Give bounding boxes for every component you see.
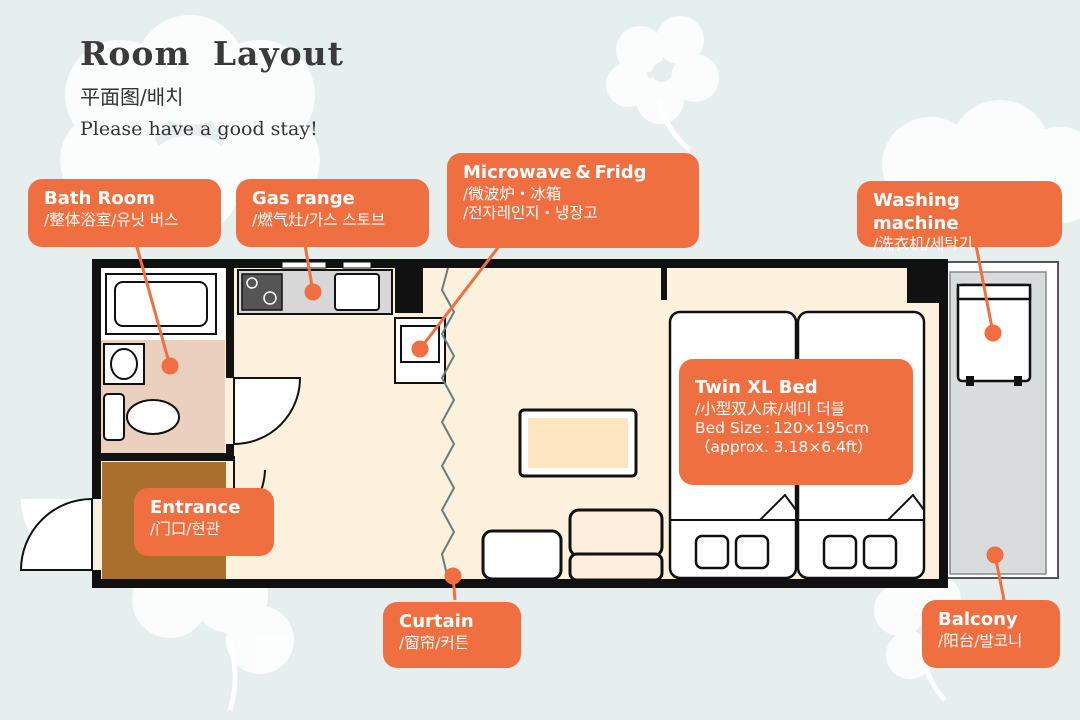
entrance-door xyxy=(19,497,93,571)
tagline: Please have a good stay! xyxy=(80,118,318,140)
label-title: Twin XL Bed xyxy=(695,377,818,398)
label-subtitle: /窗帘/커튼 xyxy=(399,633,469,652)
label-title: Gas range xyxy=(252,188,355,209)
page-subtitle: 平面图/배치 xyxy=(80,85,184,109)
label-subtitle: /전자레인지・냉장고 xyxy=(463,203,598,222)
label-subtitle: /微波炉・冰箱 xyxy=(463,184,562,203)
sofa-back xyxy=(568,508,664,558)
label-title: Microwave & Fridg xyxy=(463,162,647,183)
flower-decoration xyxy=(606,16,719,124)
label-title: Balcony xyxy=(938,609,1018,630)
label-washing-machine: Washing machine /洗衣机/세탁기 xyxy=(857,181,1062,253)
label-entrance: Entrance /门口/현관 xyxy=(134,488,274,556)
kitchen-sink xyxy=(334,273,380,311)
label-balcony: Balcony /阳台/발코니 xyxy=(922,600,1060,668)
label-subtitle: /洗衣机/세탁기 xyxy=(873,235,973,253)
header: Room Layout 平面图/배치 Please have a good st… xyxy=(80,34,344,140)
label-subtitle: /门口/현관 xyxy=(150,519,220,538)
label-subtitle: /小型双人床/세미 더블 xyxy=(695,399,845,418)
walls xyxy=(92,259,948,588)
sofa-seat xyxy=(568,552,664,582)
label-title: Entrance xyxy=(150,497,241,518)
label-curtain: Curtain /窗帘/커튼 xyxy=(383,602,521,668)
label-title: Washing machine xyxy=(873,190,960,234)
toilet xyxy=(103,393,125,441)
page-title: Room Layout xyxy=(80,34,344,73)
label-subtitle: /整体浴室/유닛 버스 xyxy=(44,210,179,229)
bathroom-door xyxy=(233,377,302,446)
label-twin-xl-bed: Twin XL Bed /小型双人床/세미 더블 Bed Size : 120×… xyxy=(679,359,913,485)
curtain xyxy=(440,267,456,580)
label-gas-range: Gas range /燃气灶/가스 스토브 xyxy=(236,179,429,247)
label-title: Bath Room xyxy=(44,188,155,209)
floor-cushion xyxy=(481,529,563,581)
label-subtitle: /燃气灶/가스 스토브 xyxy=(252,210,386,229)
label-microwave-fridge: Microwave & Fridg /微波炉・冰箱 /전자레인지・냉장고 xyxy=(447,153,699,248)
label-title: Curtain xyxy=(399,611,474,632)
label-bath-room: Bath Room /整体浴室/유닛 버스 xyxy=(28,179,221,247)
label-bed-size: Bed Size : 120×195cm xyxy=(695,418,869,437)
label-pointers xyxy=(133,239,1007,606)
label-bed-size-ft: （approx. 3.18×6.4ft） xyxy=(695,438,873,457)
label-subtitle: /阳台/발코니 xyxy=(938,631,1023,650)
